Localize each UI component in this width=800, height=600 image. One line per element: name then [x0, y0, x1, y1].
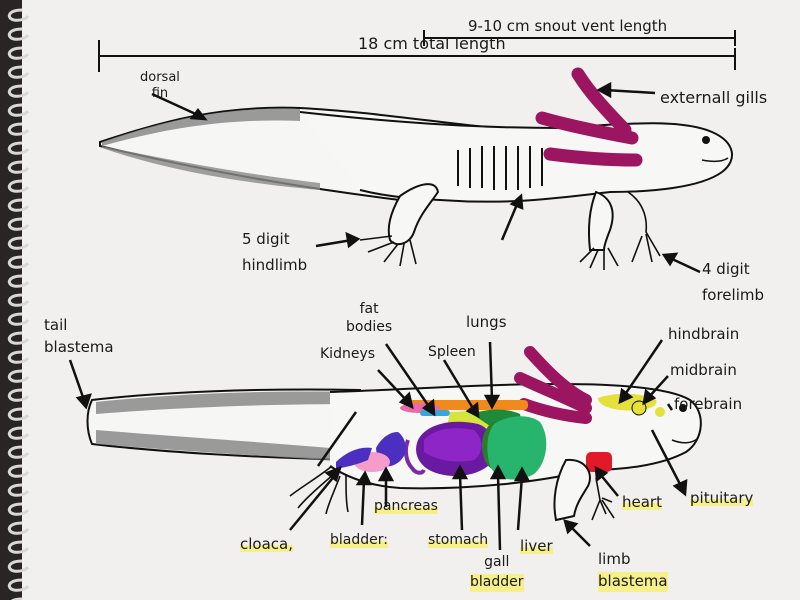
top-ventral-fin-shading — [102, 146, 320, 190]
top-forelimb — [579, 190, 619, 270]
kidneys-label: Kidneys — [320, 346, 376, 362]
spiral-loop — [7, 8, 30, 22]
total-length-label: 18 cm total length — [358, 34, 506, 53]
bottom-gills — [514, 346, 592, 424]
bottom-axolotl — [86, 346, 702, 522]
spiral-loop — [7, 350, 30, 364]
spiral-loop — [7, 160, 30, 174]
total-length-line — [98, 40, 736, 72]
spiral-loop — [7, 331, 30, 345]
spiral-loop — [7, 578, 30, 592]
spiral-loop — [7, 407, 30, 421]
top-mouth — [701, 157, 729, 163]
top-gills — [535, 67, 643, 167]
spiral-loop — [7, 502, 30, 516]
bottom-mouth — [671, 437, 699, 444]
pancreas-label: pancreas — [374, 498, 438, 514]
top-dorsal-fin-shading — [102, 108, 300, 146]
top-body — [299, 111, 733, 203]
forelimb-label: 4 digit forelimb — [702, 260, 764, 304]
spiral-loop — [7, 122, 30, 136]
spiral-loop — [7, 426, 30, 440]
bladder-label: bladder: — [330, 532, 388, 548]
dorsal-fin-label: dorsal fin — [140, 70, 180, 101]
liver-label: liver — [520, 537, 553, 555]
stomach-highlight — [424, 428, 482, 462]
spiral-loop — [7, 141, 30, 155]
bottom-tail-top-shading — [96, 391, 360, 414]
hindlimb-label: 5 digit hindlimb — [242, 230, 308, 274]
spiral-loop — [7, 445, 30, 459]
spiral-loop — [7, 46, 30, 60]
spiral-loop — [7, 369, 30, 383]
bottom-arrows — [68, 339, 688, 551]
heart-label: heart — [622, 493, 662, 511]
spiral-loop — [7, 103, 30, 117]
midbrain-label: midbrain — [670, 361, 737, 379]
spiral-loop — [7, 84, 30, 98]
spiral-loop — [7, 179, 30, 193]
pituitary-label: pituitary — [690, 489, 754, 507]
gall-bladder-label: gall bladder — [470, 552, 524, 592]
stomach-label: stomach — [428, 532, 489, 548]
tail-blastema-label: tail blastema — [44, 316, 114, 356]
svl-measure-line — [423, 30, 736, 46]
spiral-loop — [7, 388, 30, 402]
cloaca-organ — [336, 447, 372, 468]
bottom-tail-bottom-shading — [96, 430, 330, 460]
spiral-loop — [7, 293, 30, 307]
bottom-hindlimb — [289, 465, 349, 515]
spiral-loop — [7, 65, 30, 79]
spiral-loop — [7, 559, 30, 573]
spleen-label: Spleen — [428, 344, 476, 360]
bottom-forelimb — [553, 458, 615, 522]
top-hindlimb — [359, 183, 440, 267]
top-arrows — [151, 81, 701, 274]
heart-organ — [586, 452, 612, 472]
spiral-loop — [7, 464, 30, 478]
spiral-loop — [7, 255, 30, 269]
spiral-loop — [7, 540, 30, 554]
top-eye — [702, 136, 710, 144]
hindbrain-label: hindbrain — [668, 325, 740, 343]
liver-organ — [487, 416, 547, 480]
spiral-loop — [7, 27, 30, 41]
spiral-loop — [7, 198, 30, 212]
lungs-label: lungs — [466, 313, 507, 331]
fat-bodies-label: fat bodies — [346, 301, 393, 335]
bottom-eye — [679, 404, 687, 412]
spiral-loop — [7, 483, 30, 497]
limb-blastema-label: limb blastema — [598, 548, 668, 592]
pancreas-organ — [403, 439, 426, 475]
spiral-loop — [7, 521, 30, 535]
top-costal-grooves — [457, 146, 543, 190]
cloaca-label: cloaca, — [240, 535, 293, 553]
top-forelimb-back — [627, 191, 661, 263]
spiral-binding — [7, 8, 30, 600]
external-gills-label: externall gills — [660, 88, 768, 107]
spiral-loop — [7, 274, 30, 288]
forebrain-label: forebrain — [674, 395, 743, 413]
forebrain-organ — [655, 407, 665, 417]
spiral-loop — [7, 217, 30, 231]
spiral-loop — [7, 236, 30, 250]
spiral-loop — [7, 312, 30, 326]
svl-label: 9-10 cm snout vent length — [468, 17, 668, 35]
top-axolotl — [99, 67, 733, 270]
